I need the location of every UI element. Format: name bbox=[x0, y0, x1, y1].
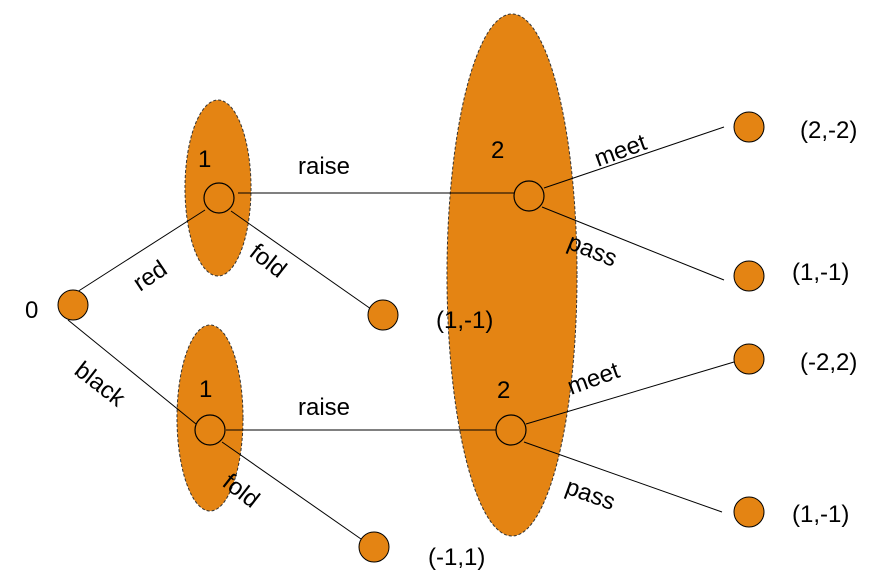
decision-node-player2-top[interactable] bbox=[513, 180, 545, 212]
edge-label-meet-top: meet bbox=[591, 129, 651, 173]
info-set-label-player2-bottom: 2 bbox=[497, 377, 510, 404]
edge-label-raise-top: raise bbox=[298, 153, 350, 180]
edge-pass-top bbox=[541, 206, 725, 281]
info-set-label-player1-black: 1 bbox=[199, 376, 212, 403]
edge-fold-top bbox=[230, 210, 372, 310]
terminal-node-black-raise-pass[interactable] bbox=[733, 496, 765, 528]
decision-node-player2-bottom[interactable] bbox=[495, 414, 527, 446]
edge-fold-bottom bbox=[221, 441, 362, 540]
payoff-black-raise-pass: (1,-1) bbox=[792, 501, 849, 528]
info-set-player2 bbox=[446, 13, 578, 537]
edge-label-red: red bbox=[128, 255, 172, 297]
info-set-label-player2-top: 2 bbox=[491, 137, 504, 164]
payoff-red-fold: (1,-1) bbox=[436, 307, 493, 334]
payoff-red-raise-meet: (2,-2) bbox=[800, 117, 857, 144]
terminal-node-red-raise-pass[interactable] bbox=[733, 260, 765, 292]
decision-node-player1-black[interactable] bbox=[194, 414, 226, 446]
terminal-node-black-fold[interactable] bbox=[358, 531, 390, 563]
root-label: 0 bbox=[25, 297, 38, 324]
payoff-black-raise-meet: (-2,2) bbox=[800, 349, 857, 376]
payoff-red-raise-pass: (1,-1) bbox=[792, 259, 849, 286]
edge-pass-bottom bbox=[523, 441, 723, 513]
terminal-node-black-raise-meet[interactable] bbox=[733, 343, 765, 375]
terminal-node-red-raise-meet[interactable] bbox=[733, 111, 765, 143]
edge-label-raise-bottom: raise bbox=[298, 394, 350, 421]
decision-node-player1-red[interactable] bbox=[203, 182, 235, 214]
edge-meet-bottom bbox=[525, 361, 735, 425]
terminal-node-red-fold[interactable] bbox=[367, 299, 399, 331]
edge-label-fold-top: fold bbox=[244, 238, 291, 283]
edge-black bbox=[67, 319, 197, 425]
edge-meet-top bbox=[543, 126, 725, 189]
payoff-black-fold: (-1,1) bbox=[428, 544, 485, 571]
info-set-label-player1-red: 1 bbox=[198, 146, 211, 173]
edge-label-pass-bottom: pass bbox=[562, 473, 619, 516]
root-node[interactable] bbox=[57, 289, 89, 321]
edge-label-black: black bbox=[69, 356, 131, 412]
edge-red bbox=[76, 209, 206, 293]
